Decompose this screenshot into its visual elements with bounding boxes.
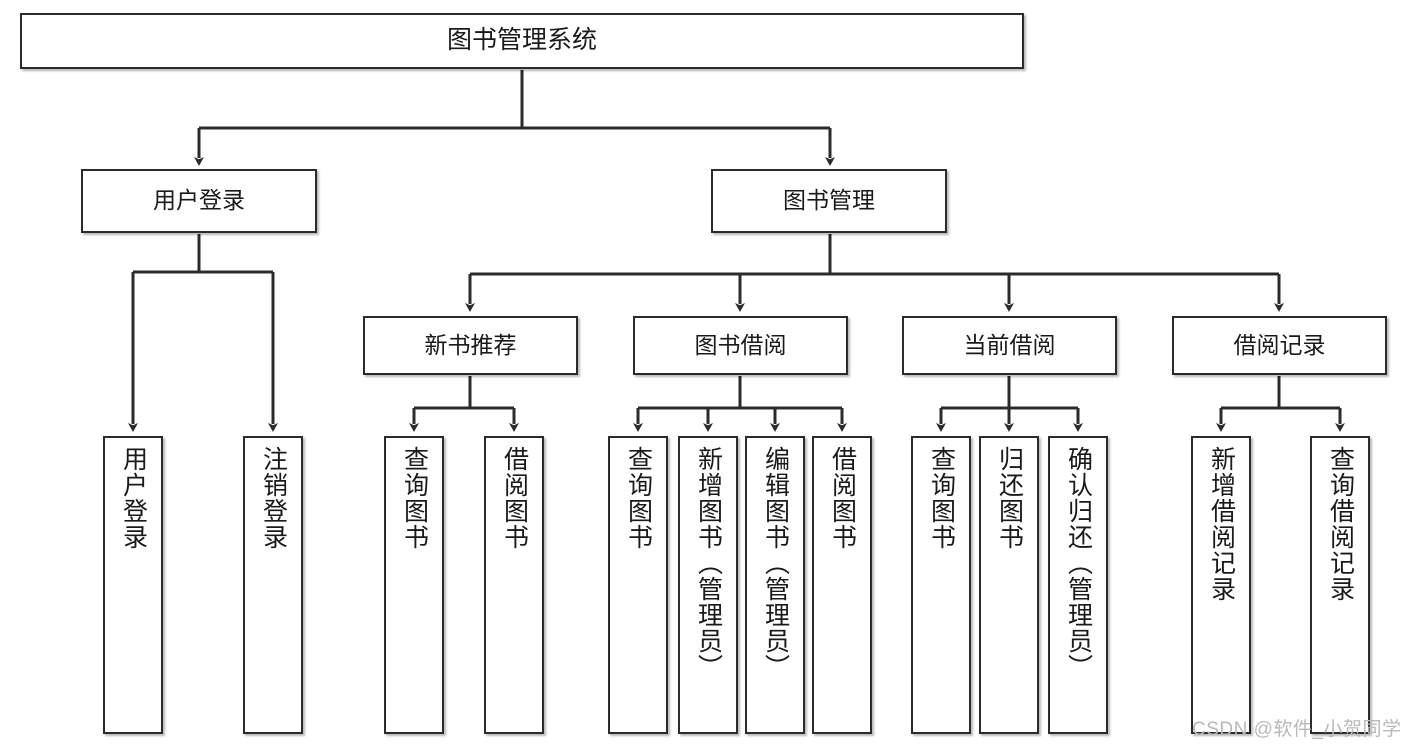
leaf-query-book-current[interactable]: 查询图书 (911, 436, 971, 734)
node-current-borrowing[interactable]: 当前借阅 (902, 316, 1117, 375)
node-label: 新书推荐 (424, 331, 517, 358)
csdn-watermark: CSDN @软件_小贺同学 (1192, 719, 1402, 740)
leaf-query-book-recommend[interactable]: 查询图书 (384, 436, 444, 734)
node-label: 确认归还（管理员） (1064, 446, 1093, 680)
node-label: 用户登录 (153, 187, 245, 214)
node-label: 查询图书 (624, 446, 653, 550)
leaf-query-book-borrowing[interactable]: 查询图书 (608, 436, 668, 734)
node-label: 归还图书 (995, 446, 1024, 550)
leaf-logout[interactable]: 注销登录 (243, 436, 303, 734)
node-borrowing-records[interactable]: 借阅记录 (1172, 316, 1387, 375)
node-label: 借阅图书 (828, 446, 857, 550)
node-label: 编辑图书（管理员） (761, 446, 790, 680)
node-label: 查询图书 (400, 446, 429, 550)
node-label: 用户登录 (119, 446, 148, 550)
node-user-login[interactable]: 用户登录 (81, 169, 317, 233)
node-label: 新增借阅记录 (1207, 446, 1236, 602)
node-label: 查询图书 (927, 446, 956, 550)
node-label: 借阅图书 (500, 446, 529, 550)
leaf-user-login[interactable]: 用户登录 (103, 436, 163, 734)
leaf-borrow-book-recommend[interactable]: 借阅图书 (484, 436, 544, 734)
leaf-return-book[interactable]: 归还图书 (979, 436, 1039, 734)
leaf-borrow-book[interactable]: 借阅图书 (812, 436, 872, 734)
node-label: 图书借阅 (694, 331, 787, 358)
leaf-query-borrowing-record[interactable]: 查询借阅记录 (1310, 436, 1370, 734)
node-label: 新增图书（管理员） (694, 446, 723, 680)
node-label: 注销登录 (259, 446, 288, 550)
node-root-book-management-system[interactable]: 图书管理系统 (20, 13, 1024, 69)
leaf-confirm-return-admin[interactable]: 确认归还（管理员） (1048, 436, 1108, 734)
node-label: 查询借阅记录 (1326, 446, 1355, 602)
leaf-edit-book-admin[interactable]: 编辑图书（管理员） (745, 436, 805, 734)
node-book-borrowing[interactable]: 图书借阅 (633, 316, 848, 375)
node-label: 当前借阅 (963, 331, 1056, 358)
node-book-management[interactable]: 图书管理 (711, 169, 947, 233)
node-label: 图书管理 (783, 187, 875, 214)
node-new-book-recommendation[interactable]: 新书推荐 (363, 316, 578, 375)
leaf-add-borrowing-record[interactable]: 新增借阅记录 (1191, 436, 1251, 734)
node-label: 借阅记录 (1233, 331, 1326, 358)
leaf-add-book-admin[interactable]: 新增图书（管理员） (678, 436, 738, 734)
node-label: 图书管理系统 (446, 26, 597, 55)
